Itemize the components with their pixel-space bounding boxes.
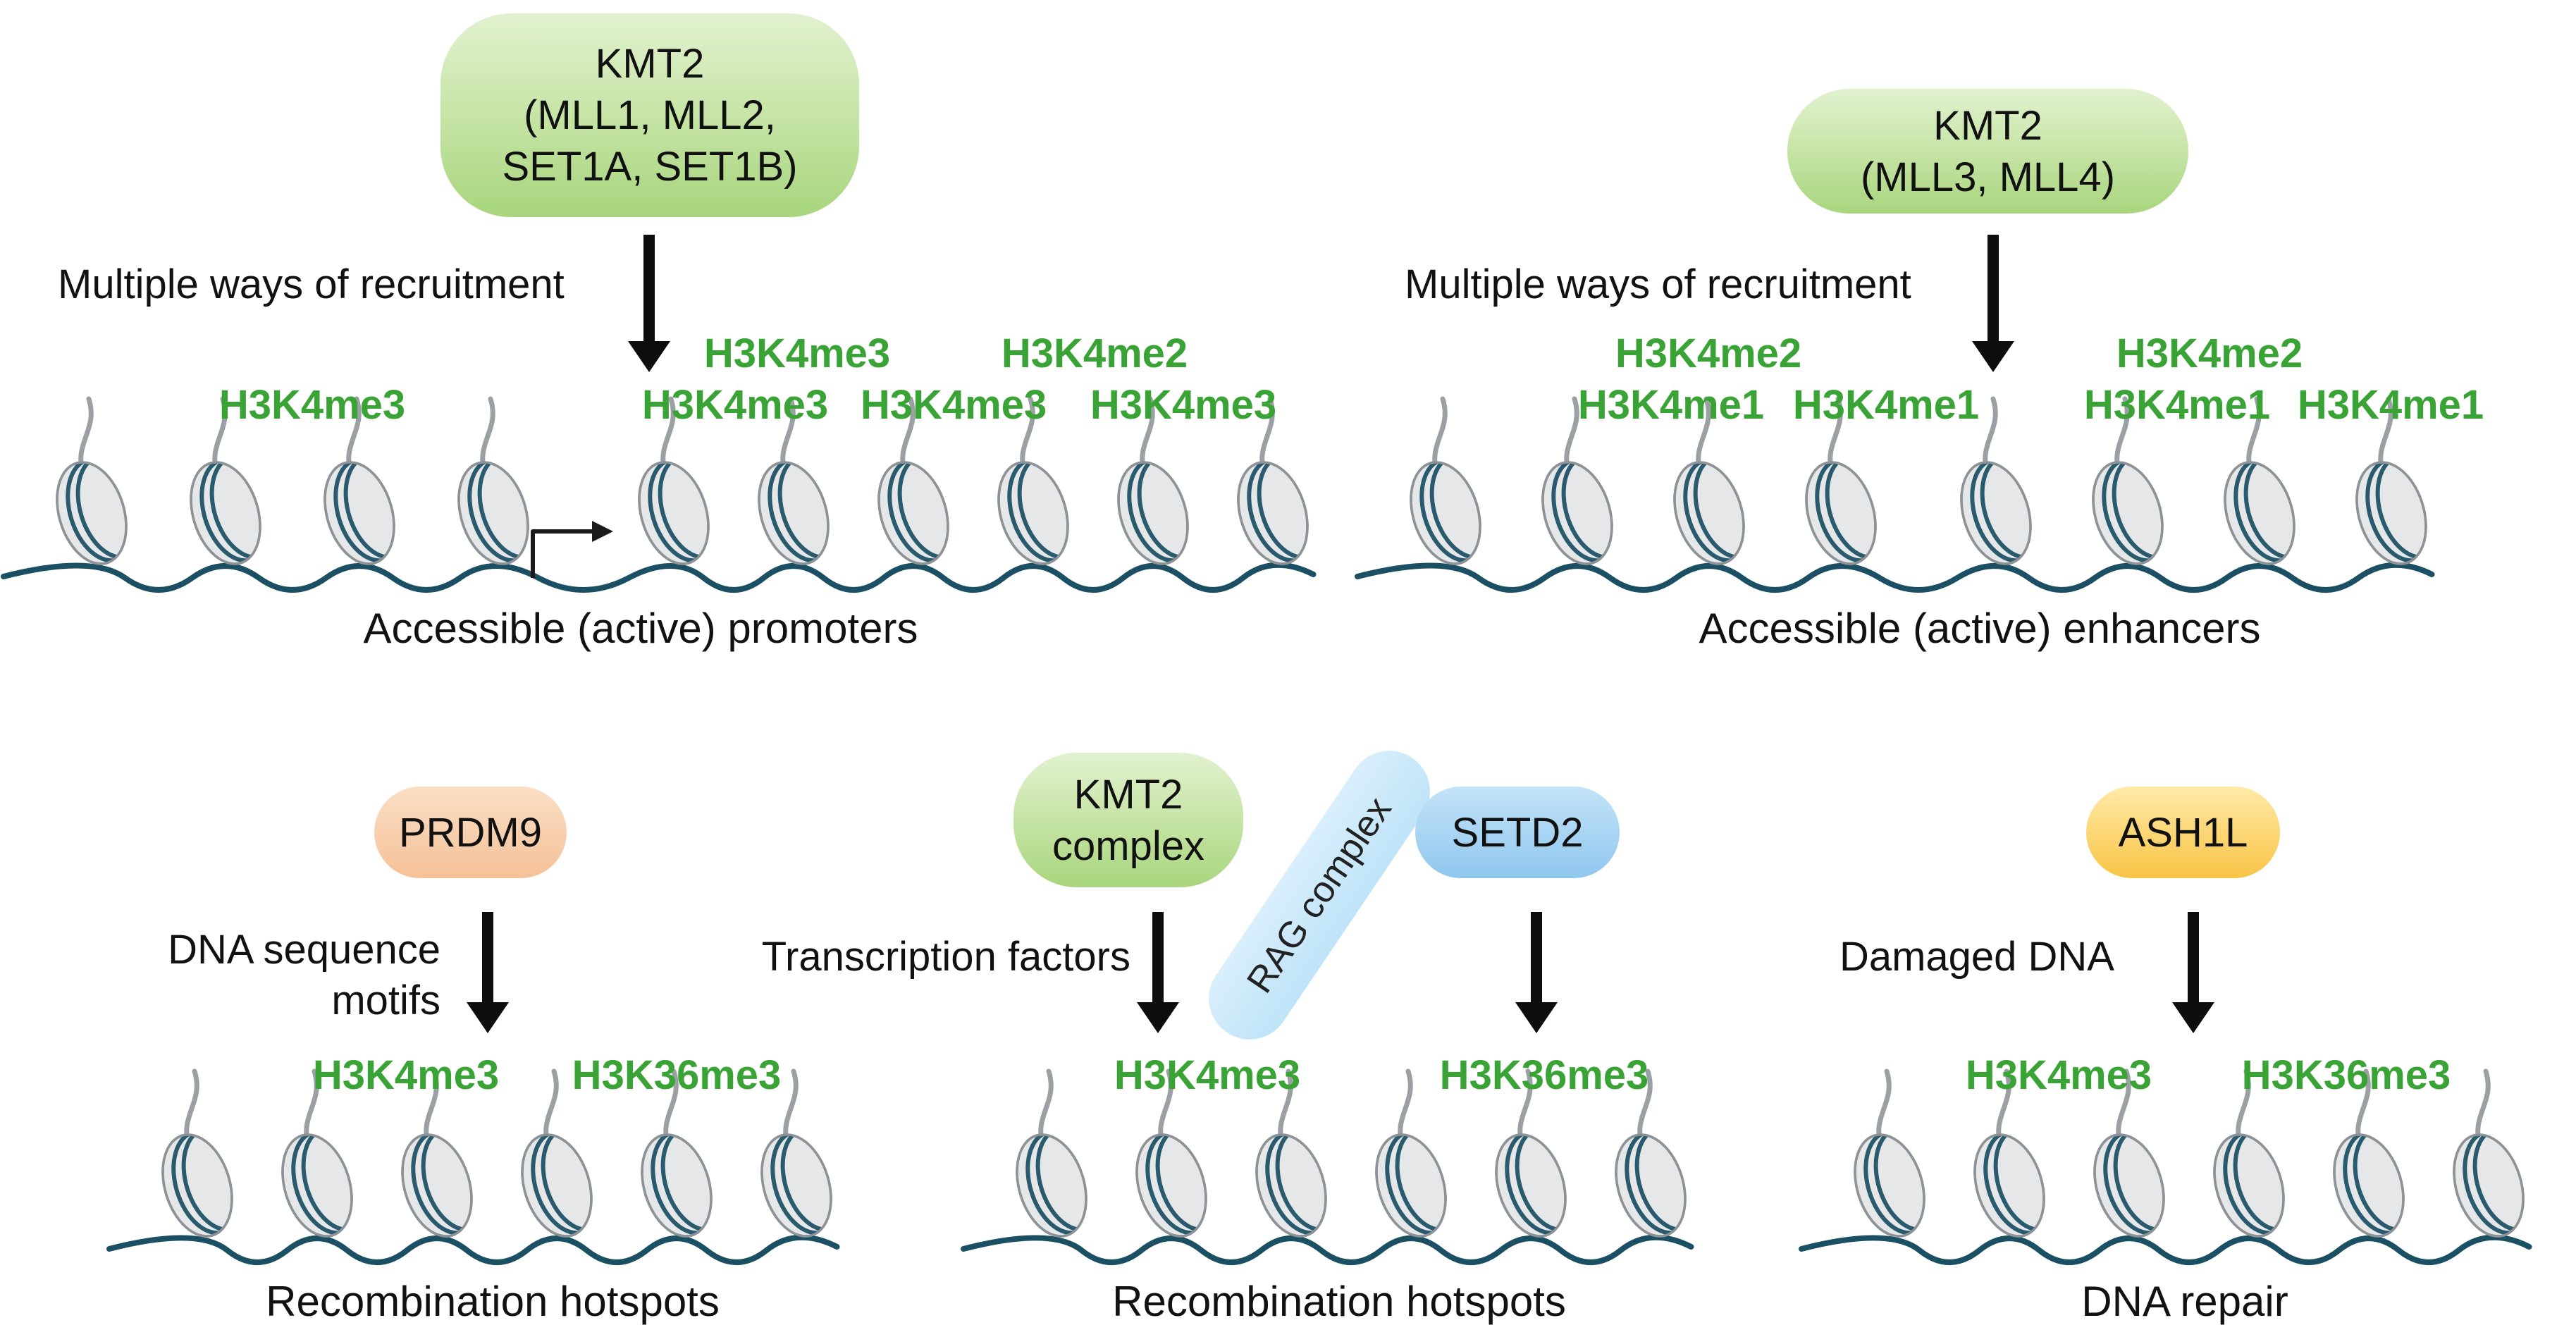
histone-mark-label: H3K4me3 (312, 1052, 500, 1098)
panel-caption: DNA repair (2081, 1278, 2288, 1325)
trigger-line: Transcription factors (761, 934, 1130, 980)
trigger-label: Transcription factors (719, 932, 1130, 982)
setd2-enzyme-box: SETD2 (1415, 787, 1620, 878)
dna-strand (1355, 562, 2435, 593)
trigger-line: DNA sequence (168, 927, 440, 973)
dna-strand (106, 1234, 840, 1265)
nucleosome (447, 399, 560, 572)
nucleosome (45, 399, 159, 572)
enzyme-line: KMT2 (595, 41, 705, 87)
nucleosome (151, 1071, 264, 1245)
nucleosome (1399, 399, 1512, 572)
histone-mark-label: H3K36me3 (2241, 1052, 2451, 1098)
histone-mark-label: H3K4me3 (703, 331, 891, 376)
down-arrow (1531, 912, 1542, 1002)
kmt2-enhancer-enzyme-box: KMT2 (MLL3, MLL4) (1787, 89, 2188, 214)
transcription-start-arrow (531, 521, 613, 578)
trigger-label: Damaged DNA (1832, 932, 2114, 982)
enzyme-line: ASH1L (2118, 809, 2248, 856)
histone-mark-label: H3K4me3 (1965, 1052, 2152, 1098)
down-arrow (643, 235, 655, 341)
panel-caption: Accessible (active) promoters (363, 605, 918, 652)
histone-mark-label: H3K4me3 (1090, 382, 1277, 428)
down-arrow (1152, 912, 1164, 1002)
histone-mark-label: H3K36me3 (1439, 1052, 1649, 1098)
enzyme-line: SETD2 (1451, 809, 1584, 856)
prdm9-enzyme-box: PRDM9 (374, 787, 567, 878)
histone-mark-label: H3K4me3 (860, 382, 1047, 428)
dna-strand (961, 1234, 1694, 1265)
histone-mark-label: H3K4me1 (2083, 382, 2271, 428)
panel-caption: Recombination hotspots (266, 1278, 720, 1325)
nucleosome (1005, 1071, 1118, 1245)
histone-mark-label: H3K36me3 (572, 1052, 782, 1098)
down-arrow (1988, 235, 1999, 341)
histone-mark-label: H3K4me3 (641, 382, 829, 428)
panel-caption: Recombination hotspots (1112, 1278, 1566, 1325)
kmt2-complex-enzyme-box: KMT2 complex (1013, 753, 1243, 887)
trigger-line: Damaged DNA (1839, 934, 2114, 980)
ash1l-enzyme-box: ASH1L (2086, 787, 2280, 878)
trigger-label: DNA sequence motifs (127, 925, 440, 1026)
enzyme-line: KMT2 (1933, 102, 2042, 149)
trigger-line: motifs (331, 978, 440, 1023)
histone-mark-label: H3K4me2 (1615, 331, 1802, 376)
recruitment-label: Multiple ways of recruitment (1405, 261, 1911, 307)
kmt2-promoter-enzyme-box: KMT2 (MLL1, MLL2, SET1A, SET1B) (440, 13, 859, 217)
dna-strand (1, 562, 1317, 593)
nucleosome (1843, 1071, 1956, 1245)
histone-mark-label: H3K4me3 (218, 382, 406, 428)
recruitment-label: Multiple ways of recruitment (58, 261, 565, 307)
nucleosome (2442, 1071, 2556, 1245)
histone-mark-label: H3K4me1 (2297, 382, 2484, 428)
down-arrow (482, 912, 493, 1002)
enzyme-line: PRDM9 (398, 809, 543, 856)
histone-mark-label: H3K4me1 (1792, 382, 1980, 428)
enzyme-line: SET1A, SET1B) (502, 144, 798, 190)
dna-strand (1799, 1234, 2532, 1265)
enzyme-line: (MLL1, MLL2, (524, 92, 776, 138)
histone-mark-label: H3K4me1 (1577, 382, 1765, 428)
enzyme-line: KMT2 (1073, 771, 1183, 818)
panel-caption: Accessible (active) enhancers (1699, 605, 2261, 652)
down-arrow (2188, 912, 2199, 1002)
histone-mark-label: H3K4me2 (2116, 331, 2303, 376)
histone-mark-label: H3K4me2 (1001, 331, 1188, 376)
enzyme-line: complex (1052, 822, 1204, 869)
enzyme-line: (MLL3, MLL4) (1860, 154, 2116, 200)
histone-mark-label: H3K4me3 (1114, 1052, 1301, 1098)
